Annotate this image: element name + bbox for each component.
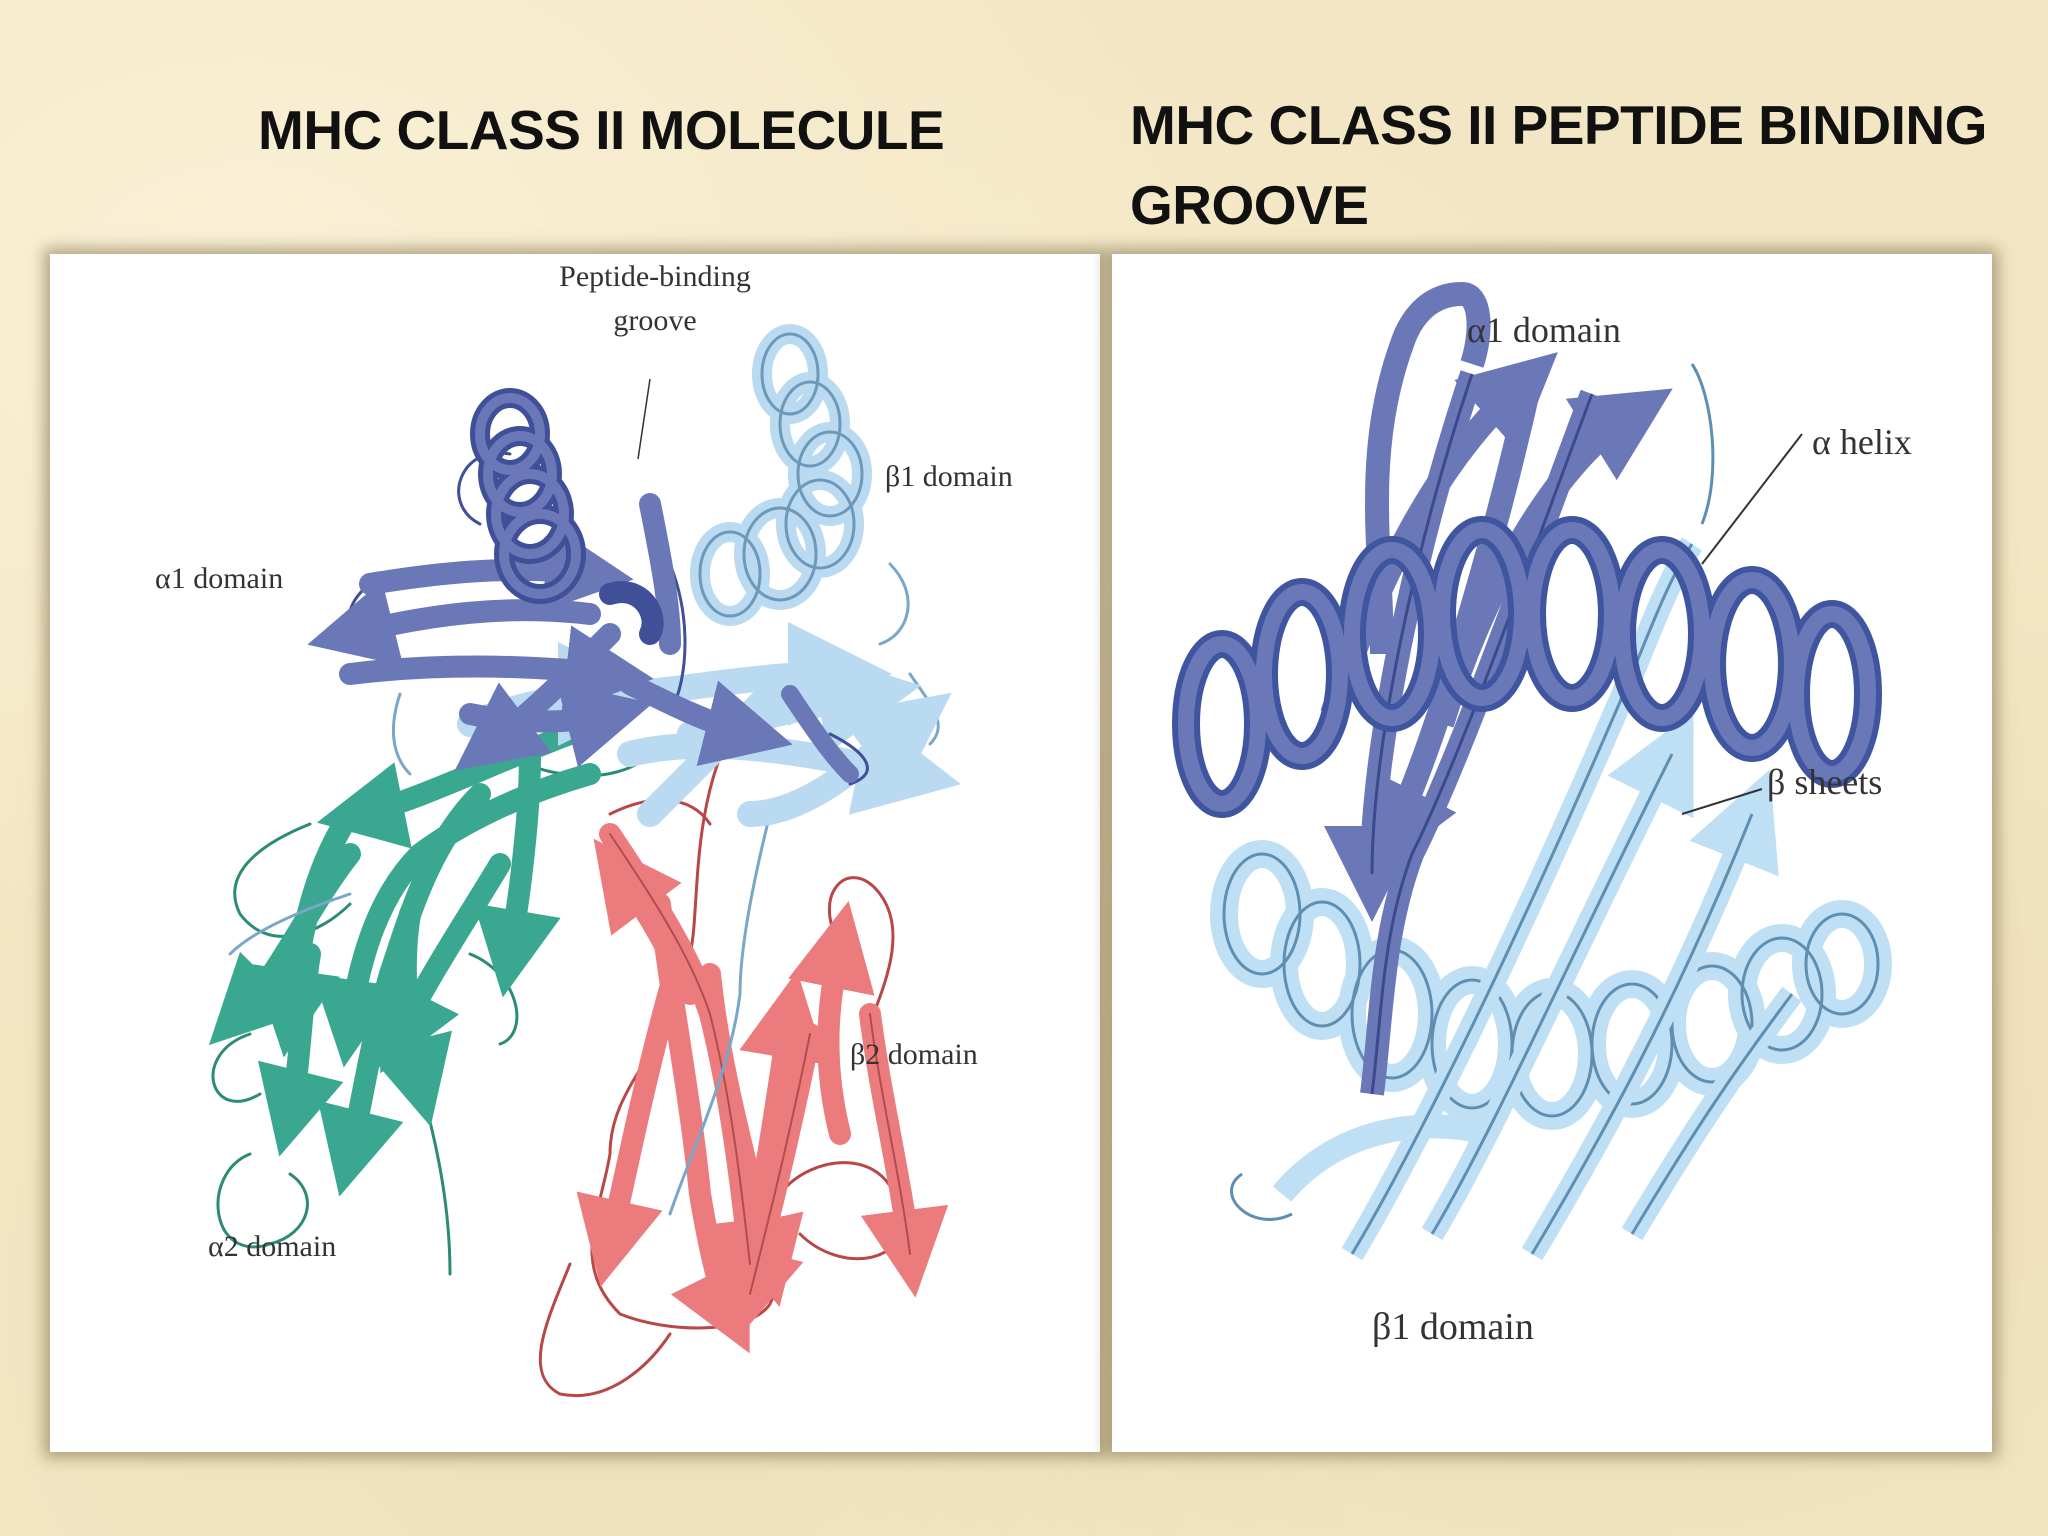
groove-label-line2: groove (613, 304, 696, 337)
beta2-domain-label: β2 domain (850, 1038, 978, 1071)
mhc-molecule-diagram: Peptide-binding groove β1 domain α1 doma… (155, 260, 1013, 1397)
groove-leader-line (637, 378, 651, 460)
title-left: MHC CLASS II MOLECULE (258, 99, 945, 161)
alpha1-strands (1320, 282, 1673, 1096)
beta2-domain-ribbon (538, 732, 949, 1397)
title-right: MHC CLASS II PEPTIDE BINDING GROOVE (1130, 94, 1987, 236)
groove-label-line1: Peptide-binding (559, 260, 751, 293)
beta-sheet-strands (1230, 363, 1802, 1261)
peptide-groove-diagram: α1 domain α helix β sheets β1 domain (1172, 282, 1912, 1348)
alpha-helix-leader-line (1701, 433, 1803, 565)
mhc-molecule-panel: Peptide-binding groove β1 domain α1 doma… (50, 254, 1100, 1452)
beta1-domain-label-right: β1 domain (1372, 1306, 1534, 1348)
alpha2-domain-ribbon (208, 723, 652, 1276)
alpha1-domain-ribbon (307, 388, 869, 786)
beta-sheets-leader-line (1681, 788, 1763, 815)
peptide-groove-panel: α1 domain α helix β sheets β1 domain (1112, 254, 1992, 1452)
alpha1-domain-label-right: α1 domain (1467, 310, 1621, 350)
alpha2-domain-label: α2 domain (208, 1230, 336, 1263)
alpha-helix-ribbon (1172, 516, 1882, 818)
alpha1-domain-label: α1 domain (155, 562, 283, 595)
beta-sheets-label: β sheets (1767, 762, 1882, 802)
beta1-domain-label: β1 domain (885, 460, 1013, 493)
alpha-helix-label: α helix (1812, 422, 1912, 462)
